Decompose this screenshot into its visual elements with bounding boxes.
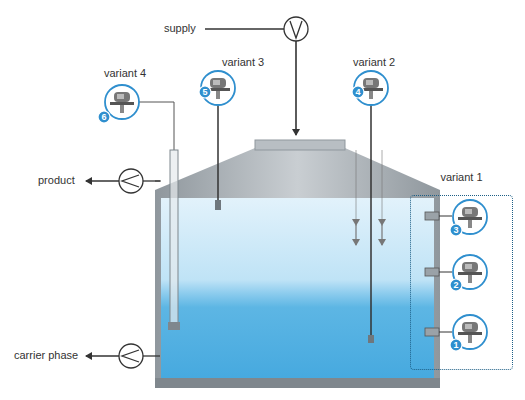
callout-number: 6 xyxy=(101,113,106,122)
callout-number: 4 xyxy=(355,88,360,97)
callout-number: 5 xyxy=(202,88,207,97)
callout-number: 2 xyxy=(453,281,458,290)
callout-number: 1 xyxy=(453,341,458,350)
diagram-label: variant 4 xyxy=(104,68,146,79)
callout-number: 3 xyxy=(453,226,458,235)
diagram-label: carrier phase xyxy=(14,350,78,361)
diagram-label: supply xyxy=(164,23,196,34)
variant-group: variant 1 xyxy=(410,172,513,370)
diagram-label: variant 3 xyxy=(222,57,264,68)
dotted-frame xyxy=(410,195,513,370)
diagram-label: variant 2 xyxy=(353,57,395,68)
diagram-label: product xyxy=(38,175,75,186)
group-heading: variant 1 xyxy=(410,172,513,183)
